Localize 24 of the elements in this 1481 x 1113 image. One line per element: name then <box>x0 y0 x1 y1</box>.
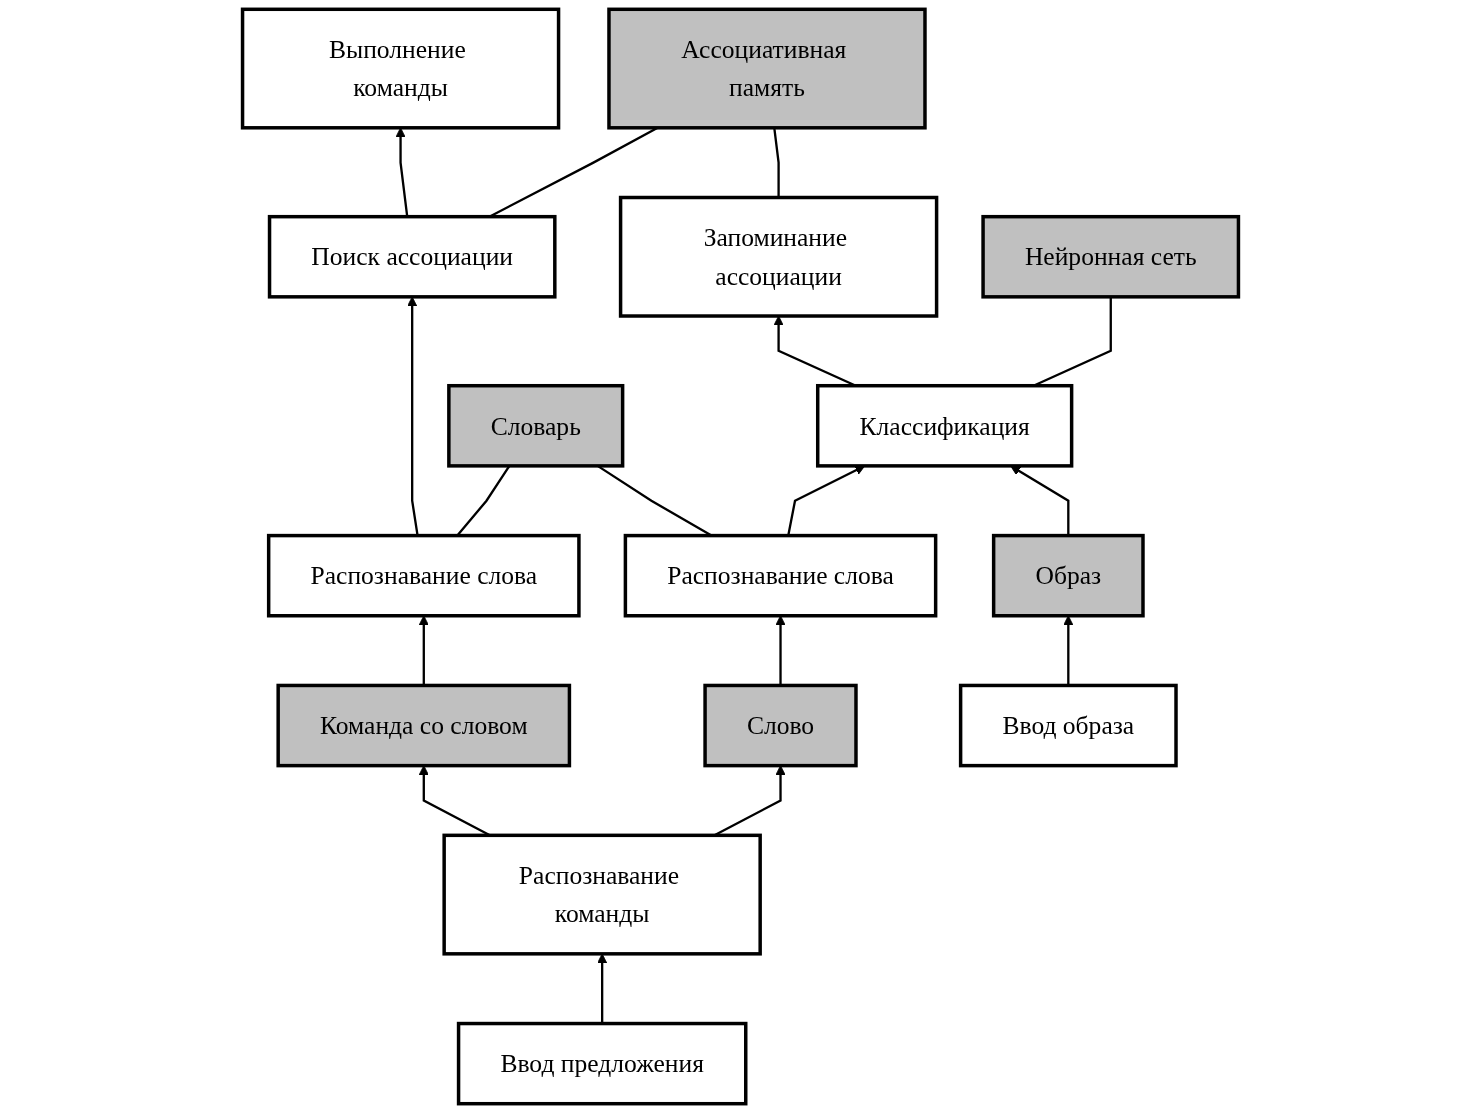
arrow <box>1063 615 1074 686</box>
connector <box>773 127 780 198</box>
node-box: Распознавание команды <box>442 833 762 956</box>
node-box: Классификация <box>815 383 1074 468</box>
node-box: Ассоциативная память <box>607 7 927 130</box>
node-box: Поиск ассоциации <box>267 214 557 299</box>
node-box: Запоминание ассоциации <box>618 195 939 318</box>
node-box: Словарь <box>447 383 625 468</box>
arrow <box>597 953 608 1024</box>
node-box: Образ <box>991 533 1145 618</box>
arrow <box>1010 465 1070 536</box>
node-box: Нейронная сеть <box>981 214 1241 299</box>
node-box: Распознавание слова <box>623 533 938 618</box>
node-box: Команда со словом <box>276 683 572 768</box>
arrow <box>407 296 419 536</box>
node-box: Выполнение команды <box>240 7 561 130</box>
node-box: Распознавание слова <box>266 533 581 618</box>
arrow <box>418 615 429 686</box>
arrow <box>787 465 866 536</box>
arrow <box>775 615 786 686</box>
node-box: Слово <box>703 683 858 768</box>
node-box: Ввод образа <box>958 683 1178 768</box>
arrow <box>395 127 409 217</box>
node-box: Ввод предложения <box>456 1021 748 1106</box>
